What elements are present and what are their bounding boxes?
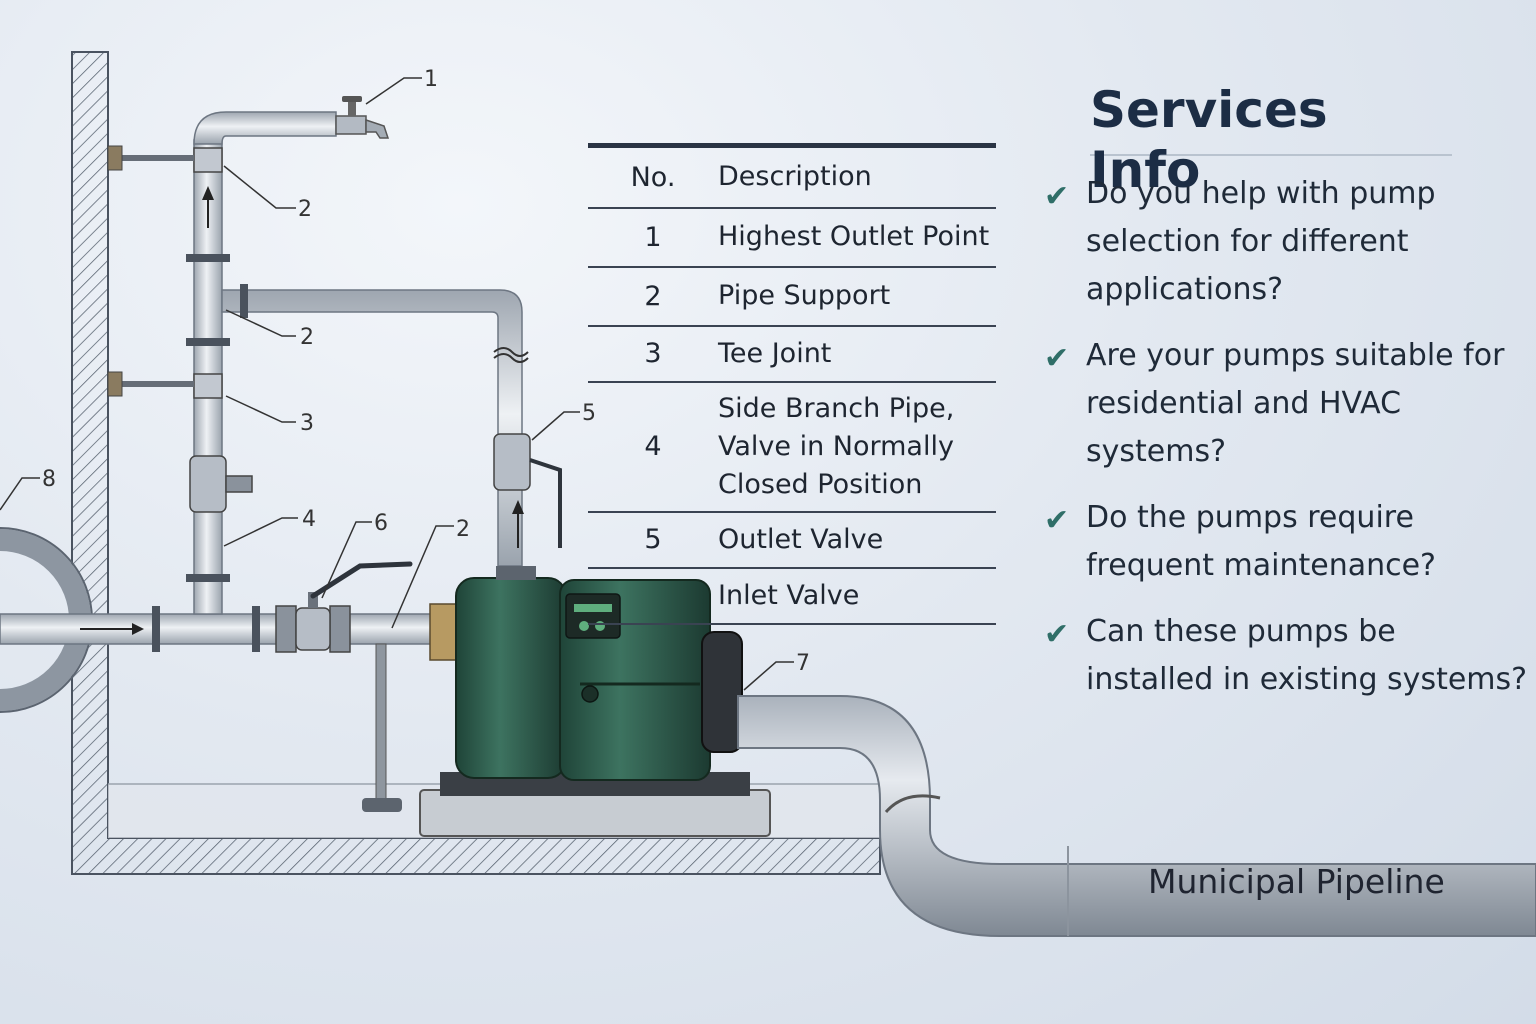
svg-text:2: 2	[298, 197, 312, 222]
inlet-pipe	[0, 561, 441, 812]
callout-2-inlet: 2	[391, 517, 470, 629]
row-number: 5	[644, 524, 662, 555]
table-row: 4 Side Branch Pipe, Valve in Normally Cl…	[588, 382, 996, 512]
riser-pipe	[107, 96, 562, 615]
row-description: Inlet Valve	[718, 579, 860, 611]
faq-list: ✔ Do you help with pump selection for di…	[1040, 170, 1530, 704]
row-description: Highest Outlet Point	[718, 221, 990, 252]
services-info-title: Services Info	[1090, 80, 1452, 199]
svg-text:2: 2	[300, 325, 314, 350]
callout-5: 5	[531, 401, 596, 441]
svg-text:2: 2	[456, 517, 470, 542]
svg-text:3: 3	[300, 411, 314, 436]
table-row: 2 Pipe Support	[588, 267, 996, 326]
table-row: 5 Outlet Valve	[588, 512, 996, 568]
checkmark-icon: ✔	[1044, 341, 1070, 376]
pump-unit	[419, 566, 771, 837]
checkmark-icon: ✔	[1044, 503, 1070, 538]
faq-item[interactable]: ✔ Can these pumps be installed in existi…	[1040, 608, 1530, 704]
table-row: Inlet Valve	[588, 568, 996, 624]
callout-3: 3	[225, 395, 314, 436]
svg-text:7: 7	[796, 651, 810, 676]
services-info-panel: Services Info ✔ Do you help with pump se…	[1040, 80, 1530, 722]
checkmark-icon: ✔	[1044, 617, 1070, 652]
municipal-pipeline-label: Municipal Pipeline	[1148, 862, 1445, 901]
row-number	[588, 568, 718, 624]
callout-2-upper: 2	[223, 165, 312, 222]
callout-6: 6	[321, 511, 388, 599]
row-description: Pipe Support	[718, 280, 891, 311]
table-header-row: No. Description	[588, 145, 996, 208]
row-number: 1	[644, 221, 662, 253]
callout-7: 7	[743, 651, 810, 691]
callout-2-middle: 2	[225, 309, 314, 350]
table-row: 3 Tee Joint	[588, 326, 996, 382]
row-number: 3	[644, 338, 662, 369]
callout-1: 1	[365, 67, 438, 105]
callout-8: 8	[0, 467, 56, 511]
header-description: Description	[718, 161, 872, 193]
faq-question: Are your pumps suitable for residential …	[1086, 338, 1505, 469]
svg-text:1: 1	[424, 67, 438, 92]
municipal-pipeline	[737, 695, 1536, 937]
checkmark-icon: ✔	[1044, 179, 1070, 214]
faq-question: Can these pumps be installed in existing…	[1086, 614, 1528, 697]
row-description: Side Branch Pipe, Valve in Normally Clos…	[718, 392, 955, 500]
faq-question: Do the pumps require frequent maintenanc…	[1086, 500, 1436, 583]
callout-4: 4	[223, 507, 316, 547]
svg-text:6: 6	[374, 511, 388, 536]
faq-item[interactable]: ✔ Do you help with pump selection for di…	[1040, 170, 1530, 314]
faq-question: Do you help with pump selection for diff…	[1086, 176, 1436, 307]
parts-table: No. Description 1 Highest Outlet Point 2…	[588, 143, 996, 625]
header-no: No.	[630, 161, 676, 193]
svg-text:4: 4	[302, 507, 316, 532]
table-row: 1 Highest Outlet Point	[588, 208, 996, 267]
svg-text:5: 5	[582, 401, 596, 426]
svg-text:8: 8	[42, 467, 56, 492]
row-number: 2	[644, 280, 662, 312]
faq-item[interactable]: ✔ Are your pumps suitable for residentia…	[1040, 332, 1530, 476]
row-description: Tee Joint	[718, 337, 832, 369]
row-number: 4	[644, 431, 662, 462]
faq-item[interactable]: ✔ Do the pumps require frequent maintena…	[1040, 494, 1530, 590]
row-description: Outlet Valve	[718, 523, 884, 555]
